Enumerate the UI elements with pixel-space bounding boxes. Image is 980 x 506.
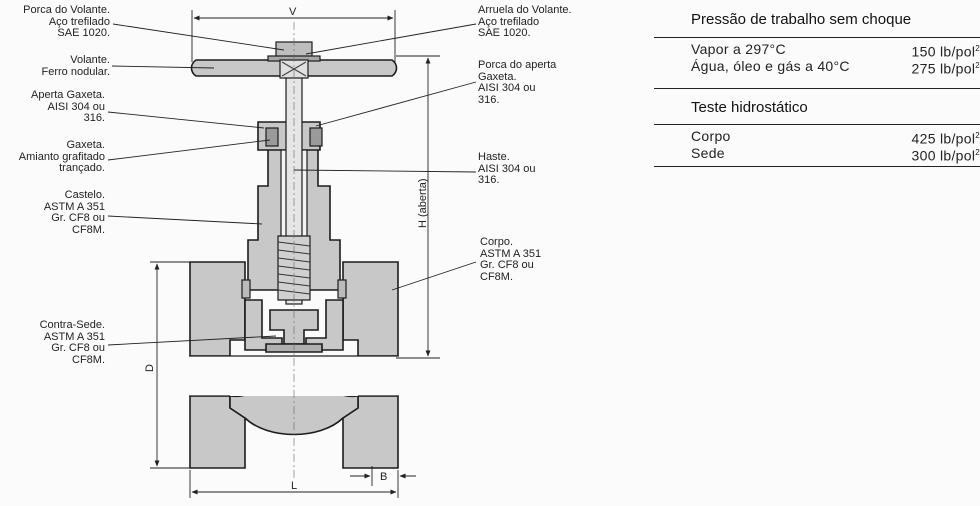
- divider: [654, 166, 980, 167]
- valve-internals: [190, 22, 398, 480]
- hydrostatic-title: Teste hidrostático: [691, 99, 808, 116]
- label-haste: Haste. AISI 304 ou 316.: [478, 151, 536, 186]
- label-porca-volante: Porca do Volante. Aço trefilado SAE 1020…: [23, 4, 110, 39]
- divider: [654, 37, 980, 38]
- label-castelo: Castelo. ASTM A 351 Gr. CF8 ou CF8M.: [43, 189, 105, 236]
- divider: [654, 88, 980, 89]
- dimension-d: D: [144, 364, 156, 372]
- label-contra-sede: Contra-Sede. ASTM A 351 Gr. CF8 ou CF8M.: [39, 319, 105, 366]
- working-pressure-title: Pressão de trabalho sem choque: [691, 11, 912, 28]
- label-porca-aperta-gaxeta: Porca do aperta Gaxeta. AISI 304 ou 316.: [478, 59, 557, 106]
- label-aperta-gaxeta: Aperta Gaxeta. AISI 304 ou 316.: [31, 89, 105, 124]
- valve-cross-section-drawing: V H (aberta) D L B: [107, 6, 477, 498]
- label-gaxeta: Gaxeta. Amianto grafitado trançado.: [18, 139, 105, 174]
- dimension-b: B: [380, 471, 387, 483]
- divider: [654, 124, 980, 125]
- dimension-labels: V H (aberta) D L B: [144, 6, 429, 492]
- dimension-h: H (aberta): [417, 178, 429, 228]
- dimension-l: L: [291, 480, 297, 492]
- dimension-v: V: [289, 6, 297, 18]
- label-volante: Volante. Ferro nodular.: [41, 54, 110, 78]
- dimension-lines: [150, 10, 440, 498]
- label-arruela-volante: Arruela do Volante. Aço trefilado SAE 10…: [478, 4, 572, 39]
- leader-lines: [107, 23, 477, 346]
- label-corpo: Corpo. ASTM A 351 Gr. CF8 ou CF8M.: [480, 236, 542, 283]
